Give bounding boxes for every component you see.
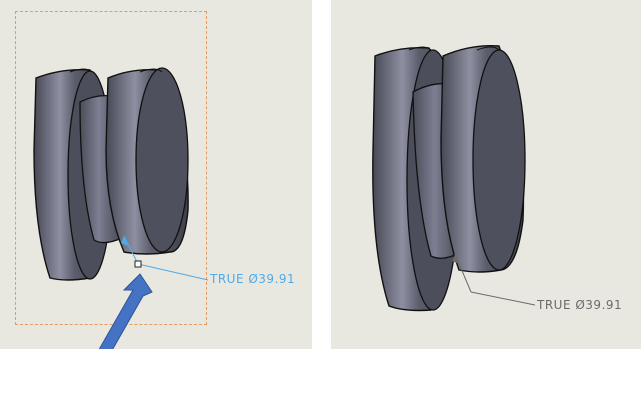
right-part-drawing xyxy=(372,45,536,312)
annotation-arrow xyxy=(98,273,153,349)
front-disk[interactable] xyxy=(440,45,526,273)
left-graphics-viewport[interactable]: TRUE Ø39.91 xyxy=(0,0,312,349)
dimension-leader-left xyxy=(121,235,209,281)
dimension-label-left[interactable]: TRUE Ø39.91 xyxy=(210,272,296,286)
selection-bounding-box xyxy=(15,11,207,325)
right-graphics-viewport[interactable]: TRUE Ø39.91 xyxy=(331,0,641,349)
left-part-drawing xyxy=(33,67,209,349)
dimension-leader-right xyxy=(452,253,536,306)
dimension-label-right[interactable]: TRUE Ø39.91 xyxy=(537,298,623,312)
front-disk[interactable] xyxy=(105,67,189,255)
